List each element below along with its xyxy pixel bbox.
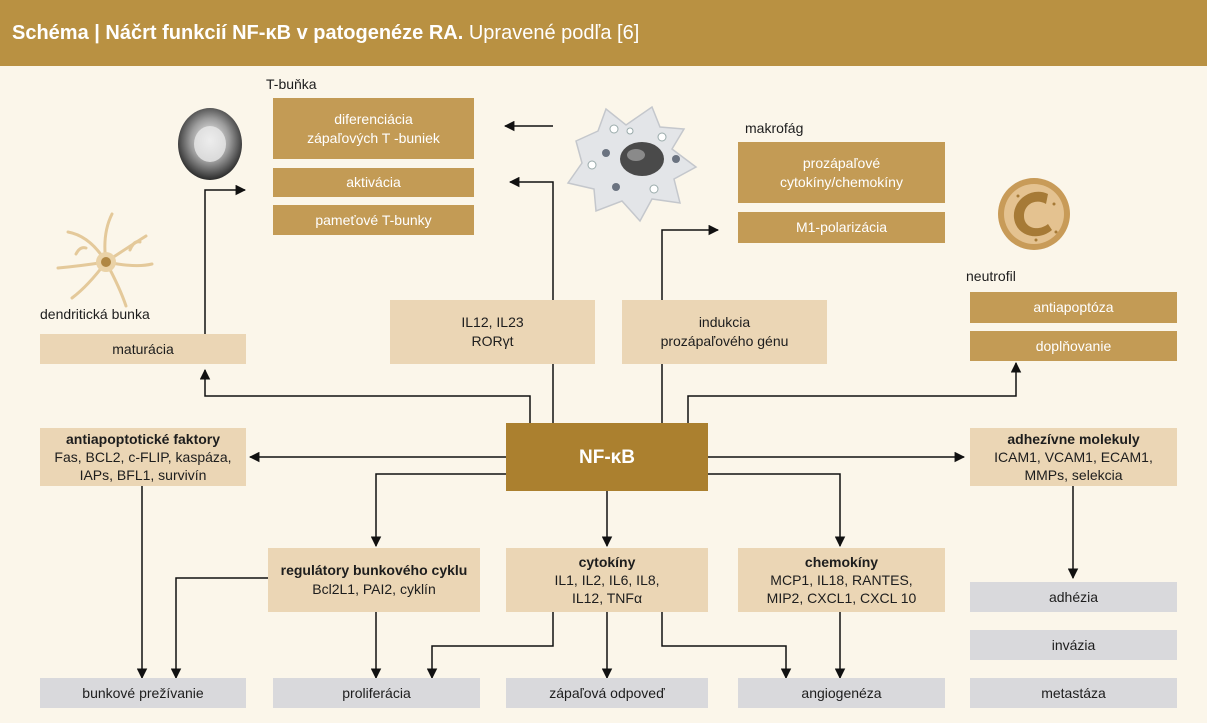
- outcome-angiogenesis-label: angiogenéza: [801, 684, 882, 701]
- neutrophil-illustration: [998, 178, 1070, 250]
- t-cell-illustration: [178, 108, 242, 180]
- dendritic-cell-label: dendritická bunka: [40, 306, 150, 322]
- il12-box: IL12, IL23 RORγt: [390, 300, 595, 364]
- outcome-inflammation-box: zápaľová odpoveď: [506, 678, 708, 708]
- outcome-survival-label: bunkové prežívanie: [82, 684, 204, 701]
- antiapoptotic-box: antiapoptotické faktory Fas, BCL2, c-FLI…: [40, 428, 246, 486]
- cell-cycle-line-1: Bcl2L1, PAI2, cyklín: [312, 581, 436, 597]
- macrophage-illustration: [566, 105, 698, 223]
- neutrophil-label: neutrofil: [966, 268, 1016, 284]
- outcome-metastasis-label: metastáza: [1041, 684, 1106, 701]
- arrow-cytokines-to-angiogenesis: [661, 612, 792, 680]
- dendritic-cell-illustration: [56, 212, 154, 308]
- tcell-activation-box: aktivácia: [273, 168, 474, 197]
- outcome-inflammation-label: zápaľová odpoveď: [549, 684, 665, 701]
- maturation-box: maturácia: [40, 334, 246, 364]
- outcome-proliferation-label: proliferácia: [342, 684, 411, 701]
- induction-line-1: indukcia: [698, 314, 751, 330]
- neutrophil-antiapoptosis-box: antiapoptóza: [970, 292, 1177, 323]
- adhesion-molecules-title: adhezívne molekuly: [1007, 431, 1140, 447]
- adhesion-molecules-box: adhezívne molekuly ICAM1, VCAM1, ECAM1, …: [970, 428, 1177, 486]
- neutrophil-replenishment-box: doplňovanie: [970, 331, 1177, 361]
- induction-box: indukcia prozápaľového génu: [622, 300, 827, 364]
- outcome-proliferation-box: proliferácia: [273, 678, 480, 708]
- tcell-differentiation-line-1: diferenciácia: [334, 110, 413, 127]
- neutrophil-antiapoptosis-label: antiapoptóza: [1033, 299, 1114, 315]
- header-title-bold: Schéma | Náčrt funkcií NF-κB v patogenéz…: [12, 22, 464, 44]
- tcell-activation-label: aktivácia: [346, 174, 401, 190]
- cytokines-title: cytokíny: [578, 554, 636, 570]
- t-cell-label: T-buňka: [266, 76, 317, 92]
- outcome-adhesion-box: adhézia: [970, 582, 1177, 612]
- antiapoptotic-line-2: IAPs, BFL1, survivín: [79, 467, 207, 483]
- outcome-metastasis-box: metastáza: [970, 678, 1177, 708]
- cytokines-line-1: IL1, IL2, IL6, IL8,: [554, 572, 660, 588]
- chemokines-line-2: MIP2, CXCL1, CXCL 10: [766, 590, 917, 606]
- il12-line-2: RORγt: [471, 333, 514, 349]
- arrow-nfkb-to-cellcycle: [370, 473, 506, 548]
- macrophage-polarization-box: M1-polarizácia: [738, 212, 945, 243]
- tcell-differentiation-line-2: zápaľových T -buniek: [307, 129, 440, 146]
- arrow-maturation-to-tcell: [204, 184, 247, 334]
- arrow-cellcycle-to-survival: [170, 577, 268, 680]
- maturation-label: maturácia: [112, 340, 174, 357]
- arrow-nfkb-to-chemokines: [708, 473, 846, 548]
- figure-header: Schéma | Náčrt funkcií NF-κB v patogenéz…: [0, 0, 1207, 66]
- arrow-nfkb-to-maturation: [199, 368, 531, 423]
- macrophage-cytokines-line-2: cytokíny/chemokíny: [780, 173, 903, 190]
- antiapoptotic-title: antiapoptotické faktory: [65, 431, 221, 447]
- cell-cycle-box: regulátory bunkového cyklu Bcl2L1, PAI2,…: [268, 548, 480, 612]
- header-title-normal: Upravené podľa [6]: [463, 22, 640, 44]
- outcome-invasion-box: invázia: [970, 630, 1177, 660]
- chemokines-line-1: MCP1, IL18, RANTES,: [770, 572, 913, 588]
- macrophage-label: makrofág: [745, 120, 804, 136]
- arrow-nfkb-to-neutrophil: [687, 361, 1022, 423]
- adhesion-molecules-line-2: MMPs, selekcia: [1024, 467, 1123, 483]
- adhesion-molecules-line-1: ICAM1, VCAM1, ECAM1,: [994, 449, 1153, 465]
- antiapoptotic-line-1: Fas, BCL2, c-FLIP, kaspáza,: [54, 449, 232, 465]
- tcell-memory-box: pameťové T-bunky: [273, 205, 474, 235]
- nfkb-label: NF-κB: [579, 446, 635, 468]
- il12-line-1: IL12, IL23: [461, 314, 524, 330]
- outcome-angiogenesis-box: angiogenéza: [738, 678, 945, 708]
- cytokines-line-2: IL12, TNFα: [571, 590, 643, 606]
- outcome-invasion-label: invázia: [1051, 636, 1096, 653]
- macrophage-cytokines-line-1: prozápaľové: [802, 154, 881, 171]
- induction-line-2: prozápaľového génu: [660, 333, 789, 349]
- cytokines-box: cytokíny IL1, IL2, IL6, IL8, IL12, TNFα: [506, 548, 708, 612]
- tcell-differentiation-box: diferenciácia zápaľových T -buniek: [273, 98, 474, 159]
- macrophage-cytokines-box: prozápaľové cytokíny/chemokíny: [738, 142, 945, 203]
- macrophage-polarization-label: M1-polarizácia: [795, 219, 888, 235]
- chemokines-title: chemokíny: [804, 554, 879, 570]
- cell-cycle-title: regulátory bunkového cyklu: [280, 562, 468, 578]
- neutrophil-replenishment-label: doplňovanie: [1035, 337, 1112, 354]
- nfkb-center-box: NF-κB: [506, 423, 708, 491]
- connector-lines: [136, 120, 1079, 680]
- arrow-cytokines-to-proliferation: [426, 612, 554, 680]
- outcome-adhesion-label: adhézia: [1048, 588, 1099, 605]
- chemokines-box: chemokíny MCP1, IL18, RANTES, MIP2, CXCL…: [738, 548, 945, 612]
- outcome-survival-box: bunkové prežívanie: [40, 678, 246, 708]
- tcell-memory-label: pameťové T-bunky: [315, 211, 432, 228]
